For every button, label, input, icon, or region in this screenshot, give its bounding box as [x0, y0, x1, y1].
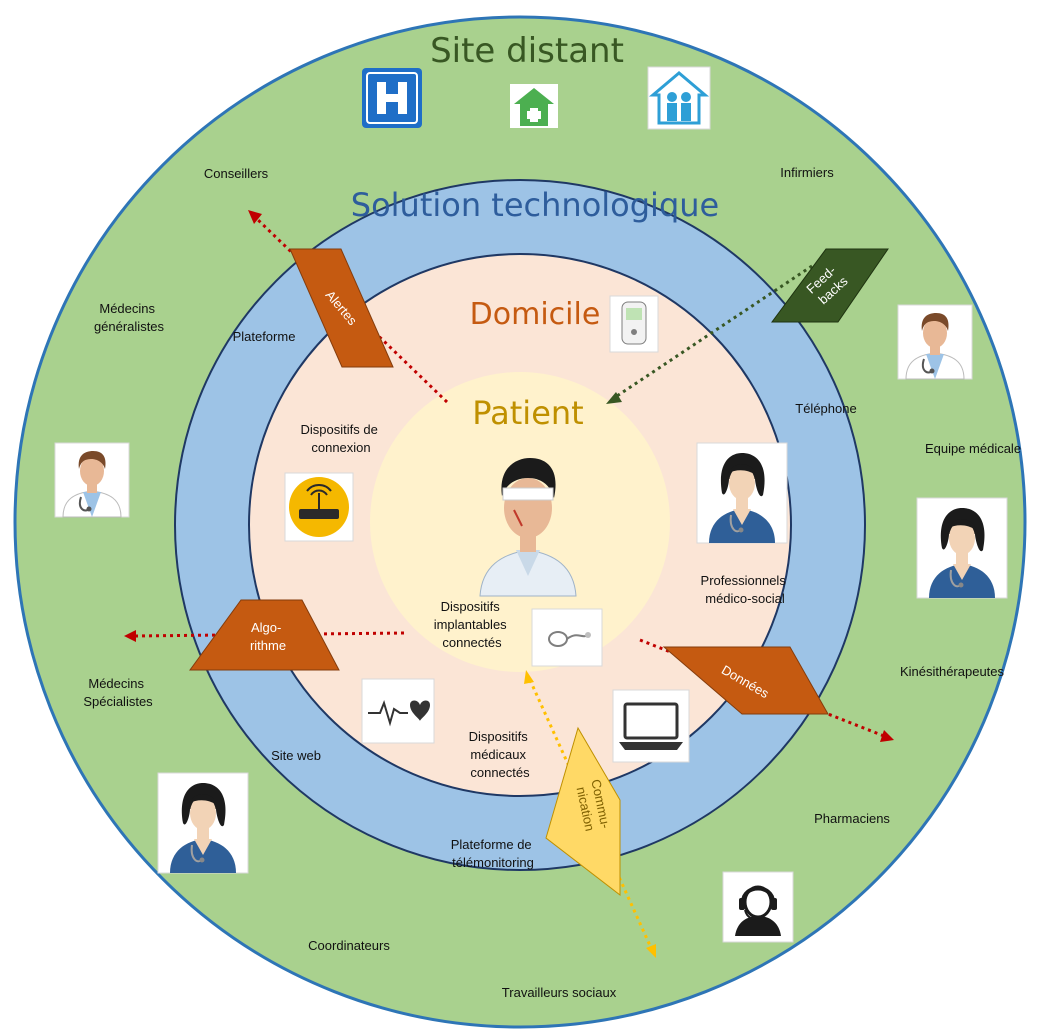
doctor-icon [54, 442, 130, 518]
label-pharmaciens: Pharmaciens [814, 811, 890, 826]
router-icon [284, 472, 354, 542]
hospital-icon [362, 68, 422, 128]
label-plateforme-telemonitoring: Plateforme de télémonitoring [451, 837, 536, 870]
laptop-icon [612, 689, 690, 763]
label-medecins-generalistes: Médecins généralistes [94, 301, 165, 334]
label-telephone: Téléphone [795, 401, 856, 416]
label-travailleurs-sociaux: Travailleurs sociaux [502, 985, 617, 1000]
nurse-icon [696, 442, 788, 544]
patient-icon [479, 458, 577, 597]
heartbeat-icon [361, 678, 435, 744]
alertes-arrow [248, 210, 449, 404]
label-plateforme: Plateforme [233, 329, 296, 344]
label-dispositifs-medicaux: Dispositifs médicaux connectés [469, 729, 532, 780]
alertes-flow: Alertes [289, 248, 394, 368]
outer-ring-title: Site distant [430, 31, 624, 71]
donnees-flow: Données [662, 646, 829, 715]
algorithme-flow: Algo- rithme [189, 599, 340, 671]
label-equipe-medicale: Equipe médicale [925, 441, 1021, 456]
call-center-icon [722, 871, 794, 943]
inner-disc-title: Domicile [470, 297, 601, 332]
label-infirmiers: Infirmiers [780, 165, 834, 180]
elderly-home-icon [647, 66, 711, 130]
middle-ring-title: Solution technologique [351, 186, 719, 224]
feedbacks-arrow [606, 264, 813, 404]
nurse-icon [157, 772, 249, 874]
label-professionnels: Professionnels médico-social [701, 573, 790, 606]
label-medecins-specialistes: Médecins Spécialistes [83, 676, 153, 709]
label-site-web: Site web [271, 748, 321, 763]
center-title: Patient [472, 394, 583, 432]
glucose-meter-icon [609, 295, 659, 353]
algorithme-label: Algo- rithme [250, 620, 286, 653]
label-conseillers: Conseillers [204, 166, 269, 181]
implant-icon [531, 608, 603, 667]
home-care-icon [510, 84, 558, 128]
label-dispositifs-implantables: Dispositifs implantables connectés [434, 599, 511, 650]
label-dispositifs-connexion: Dispositifs de connexion [301, 422, 382, 455]
label-coordinateurs: Coordinateurs [308, 938, 390, 953]
doctor-icon [897, 304, 973, 380]
feedbacks-flow: Feed- backs [771, 248, 889, 323]
communication-flow: Commu- nication [545, 726, 621, 897]
nurse-icon [916, 497, 1008, 599]
label-kinesitherapeutes: Kinésithérapeutes [900, 664, 1005, 679]
